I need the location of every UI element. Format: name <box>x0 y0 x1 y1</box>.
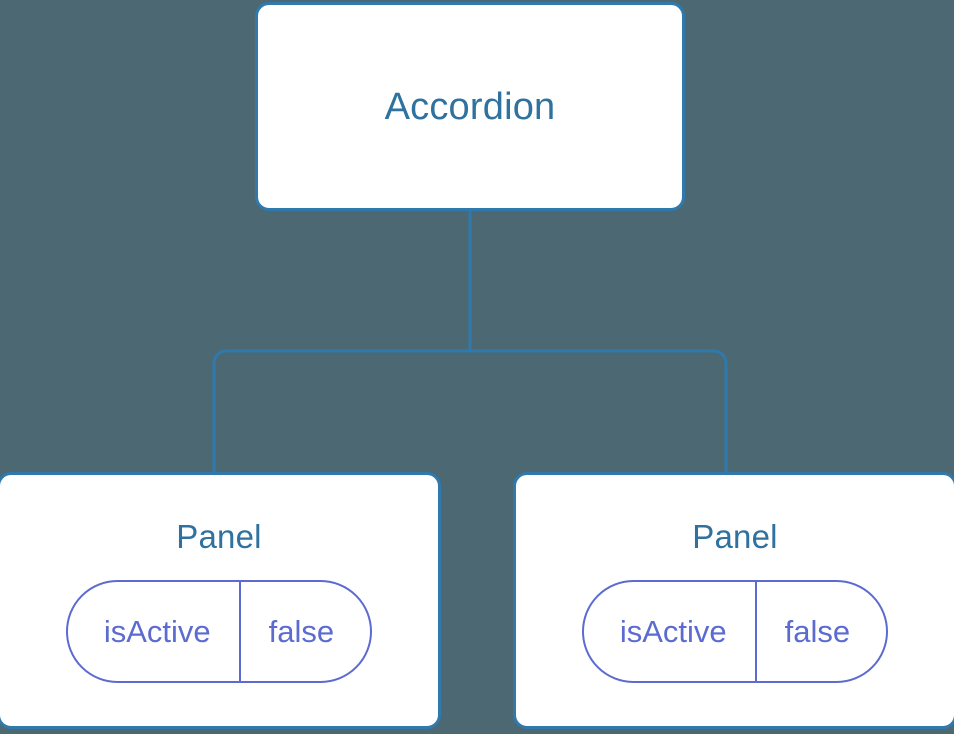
state-pill-right-key: isActive <box>619 614 727 649</box>
state-pill-right-value: false <box>754 582 886 681</box>
state-pill-right[interactable]: isActive false <box>581 580 889 683</box>
node-accordion-title: Accordion <box>384 85 556 128</box>
state-pill-left-value: false <box>238 582 370 681</box>
node-panel-left[interactable]: Panel isActive false <box>0 472 441 729</box>
connector-branch-left <box>212 349 470 474</box>
node-panel-left-title: Panel <box>176 518 262 555</box>
state-pill-left[interactable]: isActive false <box>65 580 373 683</box>
node-panel-right[interactable]: Panel isActive false <box>513 472 954 729</box>
connector-branch-right <box>470 349 728 474</box>
node-accordion[interactable]: Accordion <box>255 2 685 211</box>
node-panel-right-title: Panel <box>692 518 778 555</box>
state-pill-left-key: isActive <box>103 614 211 649</box>
